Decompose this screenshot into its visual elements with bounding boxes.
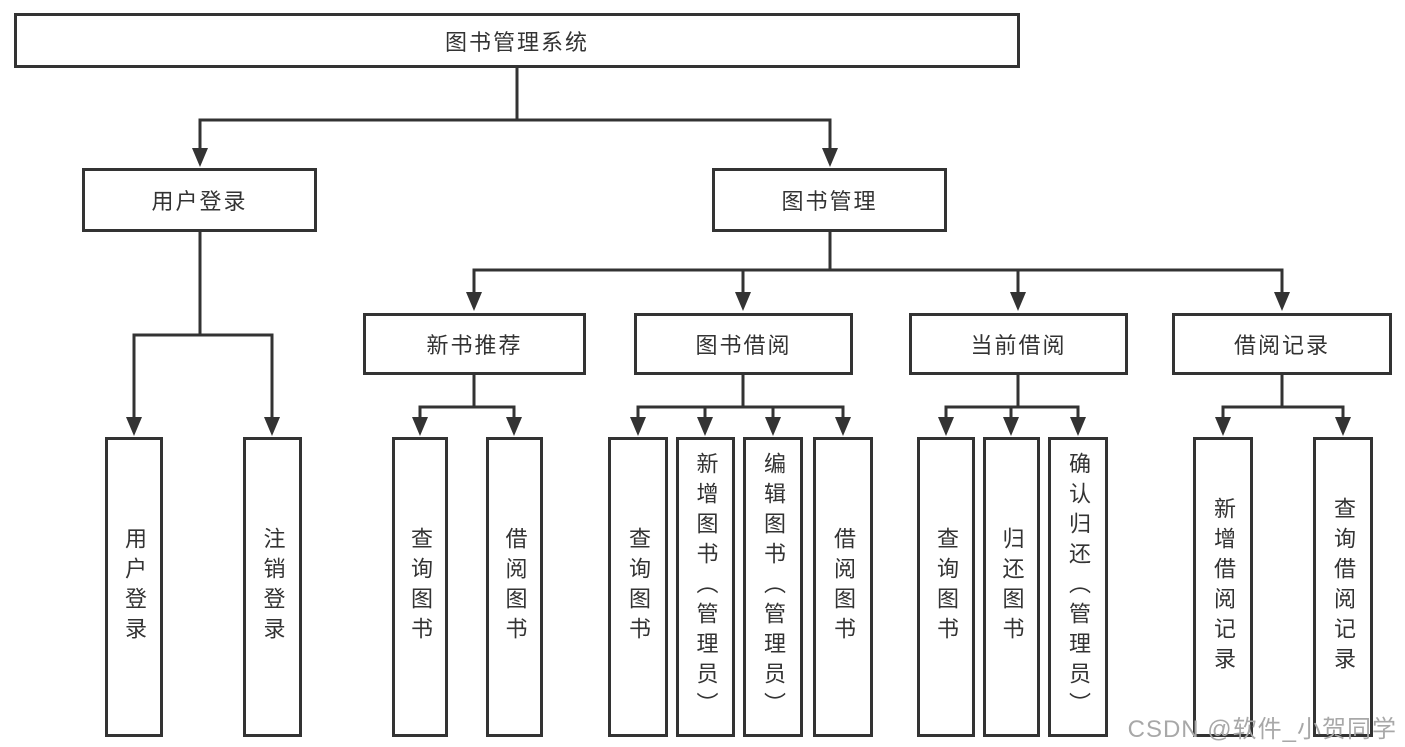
node-root: 图书管理系统 (14, 13, 1020, 68)
arrowhead (264, 417, 280, 436)
leaf-nbr-query-books: 查询图书 (392, 437, 448, 737)
arrowhead (1274, 292, 1290, 311)
node-book-borrow: 图书借阅 (634, 313, 853, 375)
csdn-watermark: CSDN @软件_小贺同学 (1127, 716, 1397, 743)
arrowhead (192, 148, 208, 167)
connector-new-book-rec (418, 373, 516, 419)
arrowhead (1215, 417, 1231, 436)
leaf-bb-borrow-books: 借阅图书 (813, 437, 873, 737)
connector-user-login (132, 230, 274, 418)
arrowhead (126, 417, 142, 436)
leaf-cb-confirm-return-admin: 确认归还（管理员） (1048, 437, 1108, 737)
leaf-br-add-record: 新增借阅记录 (1193, 437, 1253, 737)
connector-borrow-records (1221, 373, 1345, 419)
node-borrow-records: 借阅记录 (1172, 313, 1392, 375)
leaf-bb-edit-books-admin: 编辑图书（管理员） (743, 437, 803, 737)
arrowhead (735, 292, 751, 311)
arrowhead (1010, 292, 1026, 311)
connector-book-mgmt (472, 230, 1284, 293)
node-new-book-rec: 新书推荐 (363, 313, 586, 375)
leaf-logout: 注销登录 (243, 437, 302, 737)
leaf-br-query-record: 查询借阅记录 (1313, 437, 1373, 737)
arrowhead (1003, 417, 1019, 436)
arrowhead (466, 292, 482, 311)
leaf-cb-return-books: 归还图书 (983, 437, 1040, 737)
arrowhead (1335, 417, 1351, 436)
arrowhead (1070, 417, 1086, 436)
arrowhead (412, 417, 428, 436)
arrowhead (697, 417, 713, 436)
node-current-borrow: 当前借阅 (909, 313, 1128, 375)
arrowhead (765, 417, 781, 436)
connector-root (198, 66, 832, 150)
arrowhead (835, 417, 851, 436)
leaf-nbr-borrow-books: 借阅图书 (486, 437, 543, 737)
leaf-cb-query-books: 查询图书 (917, 437, 975, 737)
connector-book-borrow (636, 373, 845, 419)
leaf-user-login: 用户登录 (105, 437, 163, 737)
leaf-bb-query-books: 查询图书 (608, 437, 668, 737)
connector-current-borrow (944, 373, 1080, 419)
arrowhead (630, 417, 646, 436)
arrowhead (822, 148, 838, 167)
node-user-login: 用户登录 (82, 168, 317, 232)
leaf-bb-add-books-admin: 新增图书（管理员） (676, 437, 735, 737)
arrowhead (938, 417, 954, 436)
node-book-mgmt: 图书管理 (712, 168, 947, 232)
arrowhead (506, 417, 522, 436)
